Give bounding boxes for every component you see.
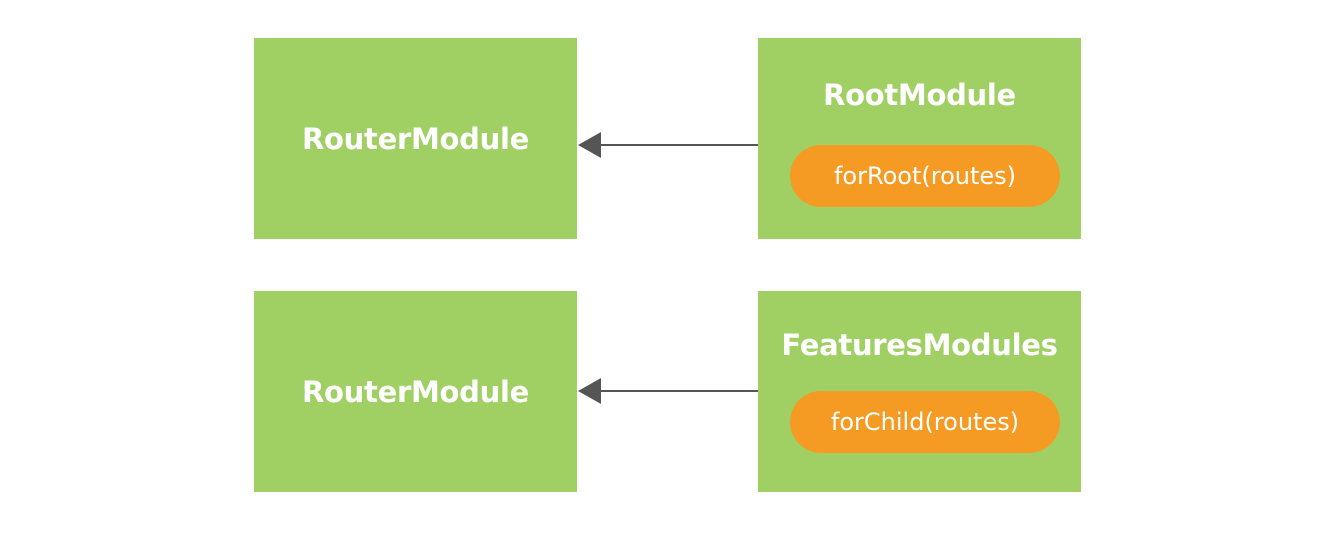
features-modules-label: FeaturesModules xyxy=(781,328,1058,362)
features-modules-box: FeaturesModules forChild(routes) xyxy=(758,291,1081,492)
router-module-label-2: RouterModule xyxy=(302,374,529,409)
for-root-pill: forRoot(routes) xyxy=(790,145,1060,207)
arrow-head-2 xyxy=(578,378,601,404)
arrow-row-1 xyxy=(578,132,758,158)
arrow-head-1 xyxy=(578,132,601,158)
arrow-row-2 xyxy=(578,378,758,404)
for-child-pill: forChild(routes) xyxy=(790,391,1060,453)
router-module-label-1: RouterModule xyxy=(302,121,529,156)
root-module-label: RootModule xyxy=(823,78,1016,112)
router-module-box-2: RouterModule xyxy=(254,291,577,492)
router-module-box-1: RouterModule xyxy=(254,38,577,239)
root-module-box: RootModule forRoot(routes) xyxy=(758,38,1081,239)
